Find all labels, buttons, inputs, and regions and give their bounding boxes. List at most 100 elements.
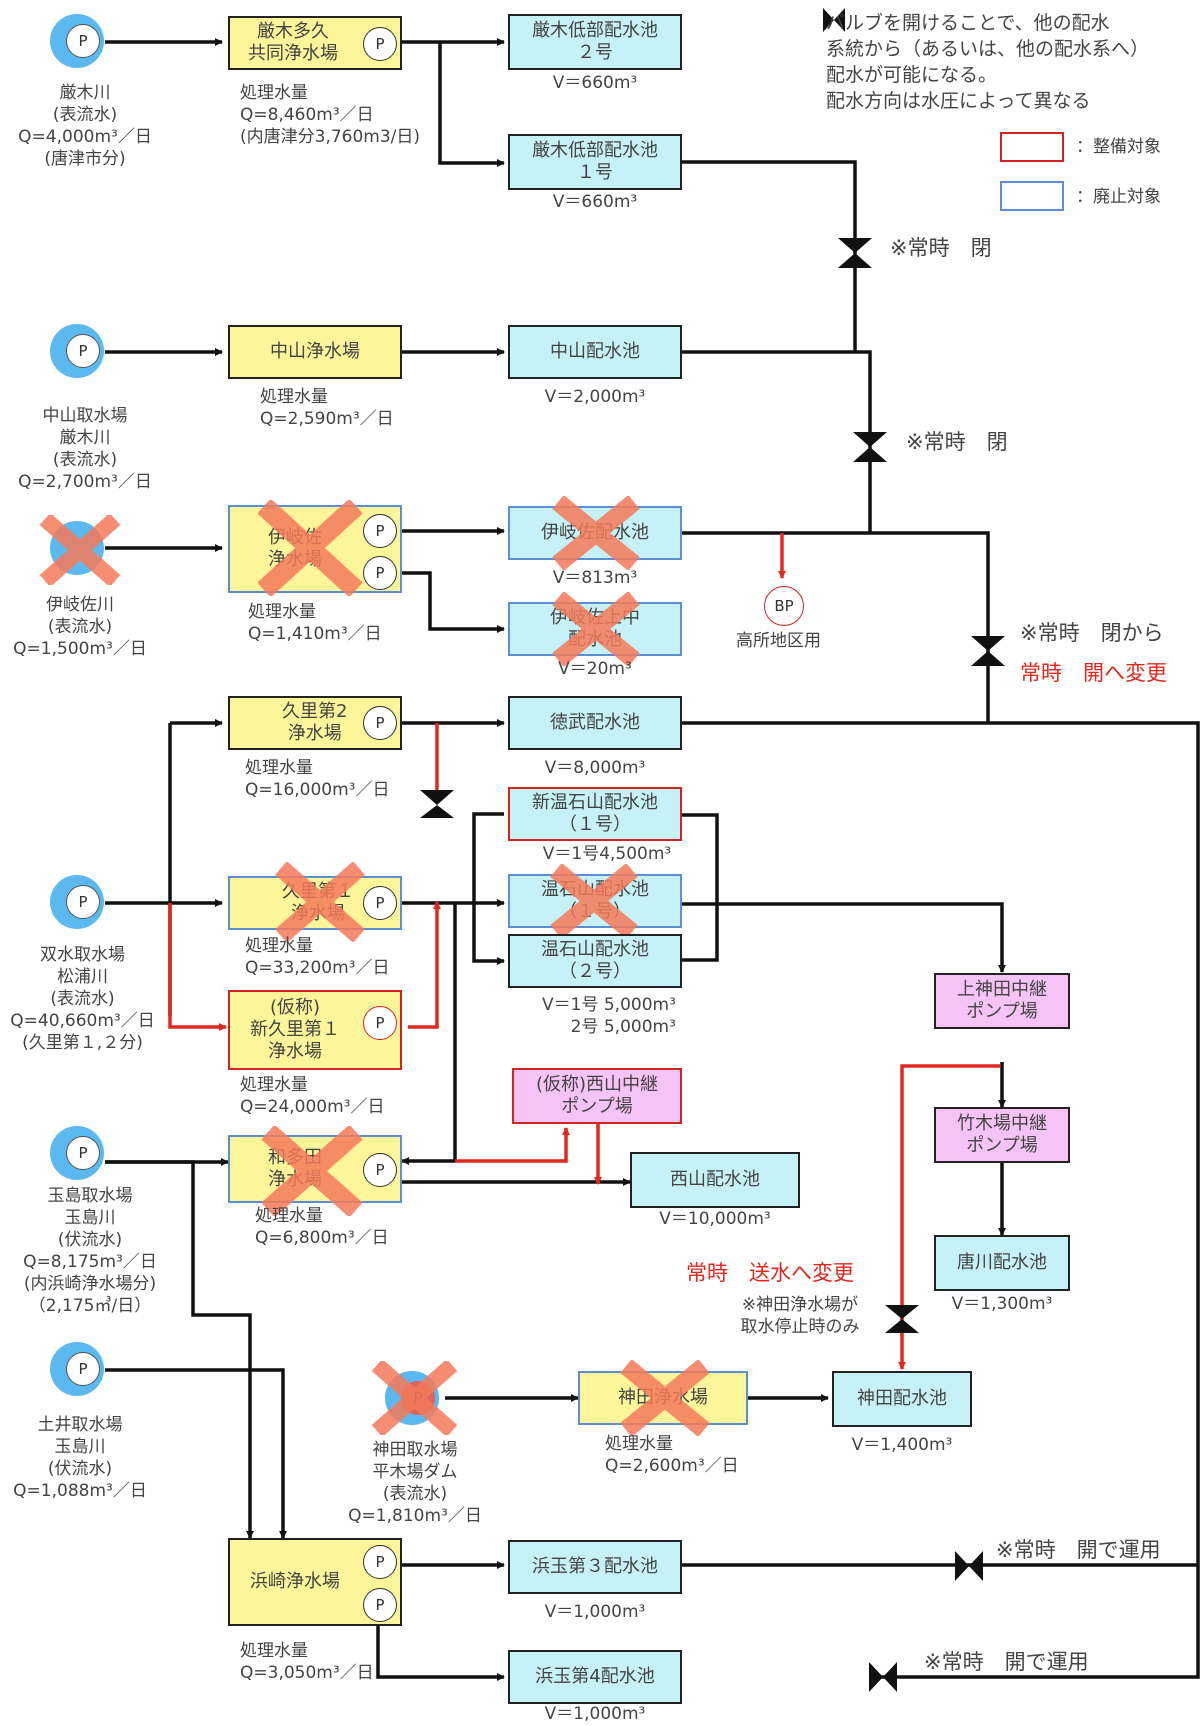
tank-volume: V＝8,000m³ xyxy=(544,758,646,778)
plant-capacity: 処理水量 Q=3,050m³／日 xyxy=(240,1641,374,1683)
valve-icon xyxy=(853,432,887,462)
pipe xyxy=(438,42,505,167)
source-label: 伊岐佐川 (表流水) Q=1,500m³／日 xyxy=(13,595,147,659)
intake-pump-icon xyxy=(50,521,104,575)
tank-volume: V＝660m³ xyxy=(552,73,638,93)
valve-note: ※常時 閉 xyxy=(890,236,992,260)
tank-karakawa[interactable]: 唐川配水池 xyxy=(934,1235,1070,1291)
tank-volume: V＝1号 5,000m³ 2号 5,000m³ xyxy=(542,995,676,1037)
valve-icon xyxy=(885,1305,919,1333)
tank-kyuragi-1[interactable]: 厳木低部配水池 １号 xyxy=(508,134,682,190)
plant-kanda[interactable]: 神田浄水場 xyxy=(578,1371,748,1425)
tank-volume: V＝1,400m³ xyxy=(851,1435,953,1455)
valve-icon xyxy=(420,790,454,818)
pump-icon: P xyxy=(363,706,397,740)
plant-capacity: 処理水量 Q=33,200m³／日 xyxy=(245,936,390,978)
legend-renew-label: ：整備対象 xyxy=(1076,137,1161,157)
tank-onjaku-2[interactable]: 温石山配水池 （２号） xyxy=(508,934,682,988)
pump-icon: P xyxy=(363,886,397,920)
kanda-change-note: 常時 送水へ変更 xyxy=(686,1261,854,1285)
pump-icon: P xyxy=(363,1545,397,1579)
pipe xyxy=(682,160,857,352)
tank-nakayama[interactable]: 中山配水池 xyxy=(508,325,682,379)
tank-volume: V＝1,000m³ xyxy=(544,1704,646,1724)
new-pipe xyxy=(168,903,227,1031)
plant-capacity: 処理水量 Q=24,000m³／日 xyxy=(240,1075,385,1117)
plant-capacity: 処理水量 Q=8,460m³／日 (内唐津分3,760m3/日) xyxy=(240,83,421,147)
legend-abolish-label: ：廃止対象 xyxy=(1076,187,1161,207)
tank-volume: V＝2,000m³ xyxy=(544,387,646,407)
pipe xyxy=(105,1368,287,1539)
pipe xyxy=(105,1160,254,1539)
new-pipe xyxy=(455,1127,570,1163)
plant-capacity: 処理水量 Q=2,590m³／日 xyxy=(260,387,394,429)
valve-note: ※常時 開で運用 xyxy=(924,1650,1089,1674)
pump-station-kamikanda[interactable]: 上神田中継 ポンプ場 xyxy=(934,973,1070,1029)
tank-ikisa-kaminaka[interactable]: 伊岐佐上中 配水池 xyxy=(508,602,682,656)
source-label: 玉島取水場 玉島川 (伏流水) Q=8,175m³／日 (内浜崎浄水場分) （2… xyxy=(23,1186,157,1316)
plant-nakayama[interactable]: 中山浄水場 xyxy=(228,325,402,379)
tank-volume: V＝10,000m³ xyxy=(659,1209,771,1229)
tank-kanda[interactable]: 神田配水池 xyxy=(832,1371,972,1427)
booster-pump-icon: BP xyxy=(764,586,804,626)
plant-capacity: 処理水量 Q=6,800m³／日 xyxy=(255,1206,389,1248)
pump-icon: P xyxy=(363,1006,397,1040)
pipe xyxy=(682,350,872,532)
pipe xyxy=(401,903,457,1165)
intake-pump-icon: P xyxy=(50,875,104,929)
tank-volume: V＝813m³ xyxy=(552,568,638,588)
valve-note: ※常時 閉 xyxy=(906,430,1008,454)
valve-note: ※常時 開で運用 xyxy=(996,1538,1161,1562)
pipe xyxy=(472,812,505,965)
plant-capacity: 処理水量 Q=2,600m³／日 xyxy=(605,1434,739,1476)
pipe xyxy=(682,721,1200,1679)
legend-renew-swatch xyxy=(1000,132,1064,162)
kanda-valve-note: ※神田浄水場が 取水停止時のみ xyxy=(740,1295,860,1337)
pump-icon: P xyxy=(363,1153,397,1187)
intake-pump-icon: P xyxy=(50,324,104,378)
tank-shin-onjaku-1[interactable]: 新温石山配水池 （１号） xyxy=(508,787,682,841)
pump-icon: P xyxy=(363,514,397,548)
pump-station-nishiyama[interactable]: (仮称)西山中継 ポンプ場 xyxy=(512,1068,682,1124)
source-label: 土井取水場 玉島川 (伏流水) Q=1,088m³／日 xyxy=(13,1415,147,1501)
pipe xyxy=(682,531,990,723)
plant-capacity: 処理水量 Q=1,410m³／日 xyxy=(248,602,382,644)
pump-icon: P xyxy=(363,1588,397,1622)
valve-icon xyxy=(869,1662,897,1692)
source-label: 双水取水場 松浦川 (表流水) Q=40,660m³／日 (久里第１,２分) xyxy=(10,945,155,1053)
intake-pump-icon: P xyxy=(385,1371,439,1425)
tank-onjaku-1[interactable]: 温石山配水池 （１号） xyxy=(508,874,682,928)
new-pipe xyxy=(898,1064,1000,1370)
intake-pump-icon: P xyxy=(50,14,104,68)
valve-note-change: 常時 開へ変更 xyxy=(1020,661,1167,685)
pump-station-takegiba[interactable]: 竹木場中継 ポンプ場 xyxy=(934,1107,1070,1163)
tank-nishiyama[interactable]: 西山配水池 xyxy=(630,1152,800,1208)
tank-tokutake[interactable]: 徳武配水池 xyxy=(508,696,682,750)
legend-abolish-swatch xyxy=(1000,181,1064,211)
tank-kyuragi-2[interactable]: 厳木低部配水池 ２号 xyxy=(508,14,682,70)
tank-volume: V＝1,000m³ xyxy=(544,1602,646,1622)
tank-volume: V＝1号4,500m³ xyxy=(542,844,672,864)
tank-hamatama-4[interactable]: 浜玉第4配水池 xyxy=(508,1650,682,1704)
new-pipe xyxy=(408,901,441,1029)
pipe xyxy=(400,571,505,633)
valve-icon xyxy=(971,636,1005,666)
tank-volume: V＝20m³ xyxy=(558,659,632,679)
pipe xyxy=(682,902,1006,973)
source-label: 厳木川 (表流水) Q=4,000m³／日 (唐津市分) xyxy=(18,83,152,169)
tank-volume: V＝1,300m³ xyxy=(951,1294,1053,1314)
pump-icon: P xyxy=(363,27,397,61)
intake-pump-icon: P xyxy=(50,1342,104,1396)
plant-capacity: 処理水量 Q=16,000m³／日 xyxy=(245,758,390,800)
valve-note: ※常時 閉から xyxy=(1020,621,1164,645)
booster-pump-label: 高所地区用 xyxy=(736,631,821,651)
tank-hamatama-3[interactable]: 浜玉第３配水池 xyxy=(508,1540,682,1594)
valve-icon xyxy=(955,1551,983,1581)
tank-volume: V＝660m³ xyxy=(552,192,638,212)
source-label: 中山取水場 厳木川 (表流水) Q=2,700m³／日 xyxy=(18,406,152,492)
valve-icon xyxy=(823,8,845,32)
legend-note: バルブを開けることで、他の配水 系統から（あるいは、他の配水系へ） 配水が可能に… xyxy=(826,12,1150,112)
intake-pump-icon: P xyxy=(50,1126,104,1180)
tank-ikisa[interactable]: 伊岐佐配水池 xyxy=(508,506,682,560)
pump-icon: P xyxy=(363,556,397,590)
